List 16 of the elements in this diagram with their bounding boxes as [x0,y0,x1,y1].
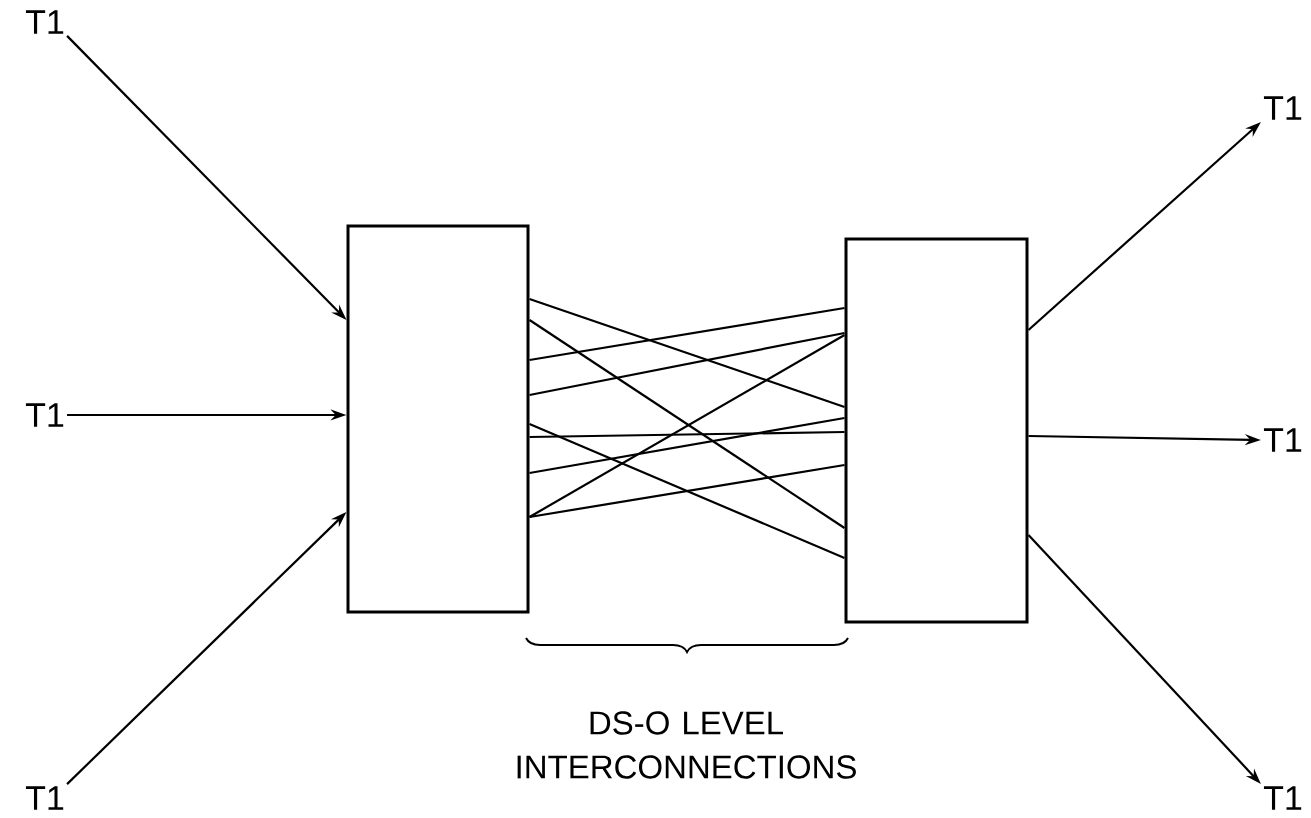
signal-label: T1 [25,10,64,34]
connection-line [529,306,845,362]
connection-line [529,430,845,439]
connection-line [529,463,845,519]
signal-label: T1 [25,403,64,427]
connection-line [529,297,845,409]
caption-label: DS-O LEVEL INTERCONNECTIONS [517,711,856,779]
signal-label: T1 [1263,96,1302,120]
signal-label: T1 [1263,428,1302,452]
signal-label: T1 [1263,786,1302,810]
connection-line [529,423,845,559]
connection-line [529,331,845,397]
block-box [346,224,530,614]
connection-line [529,416,845,475]
signal-label: T1 [25,786,64,810]
block-box [844,237,1029,624]
